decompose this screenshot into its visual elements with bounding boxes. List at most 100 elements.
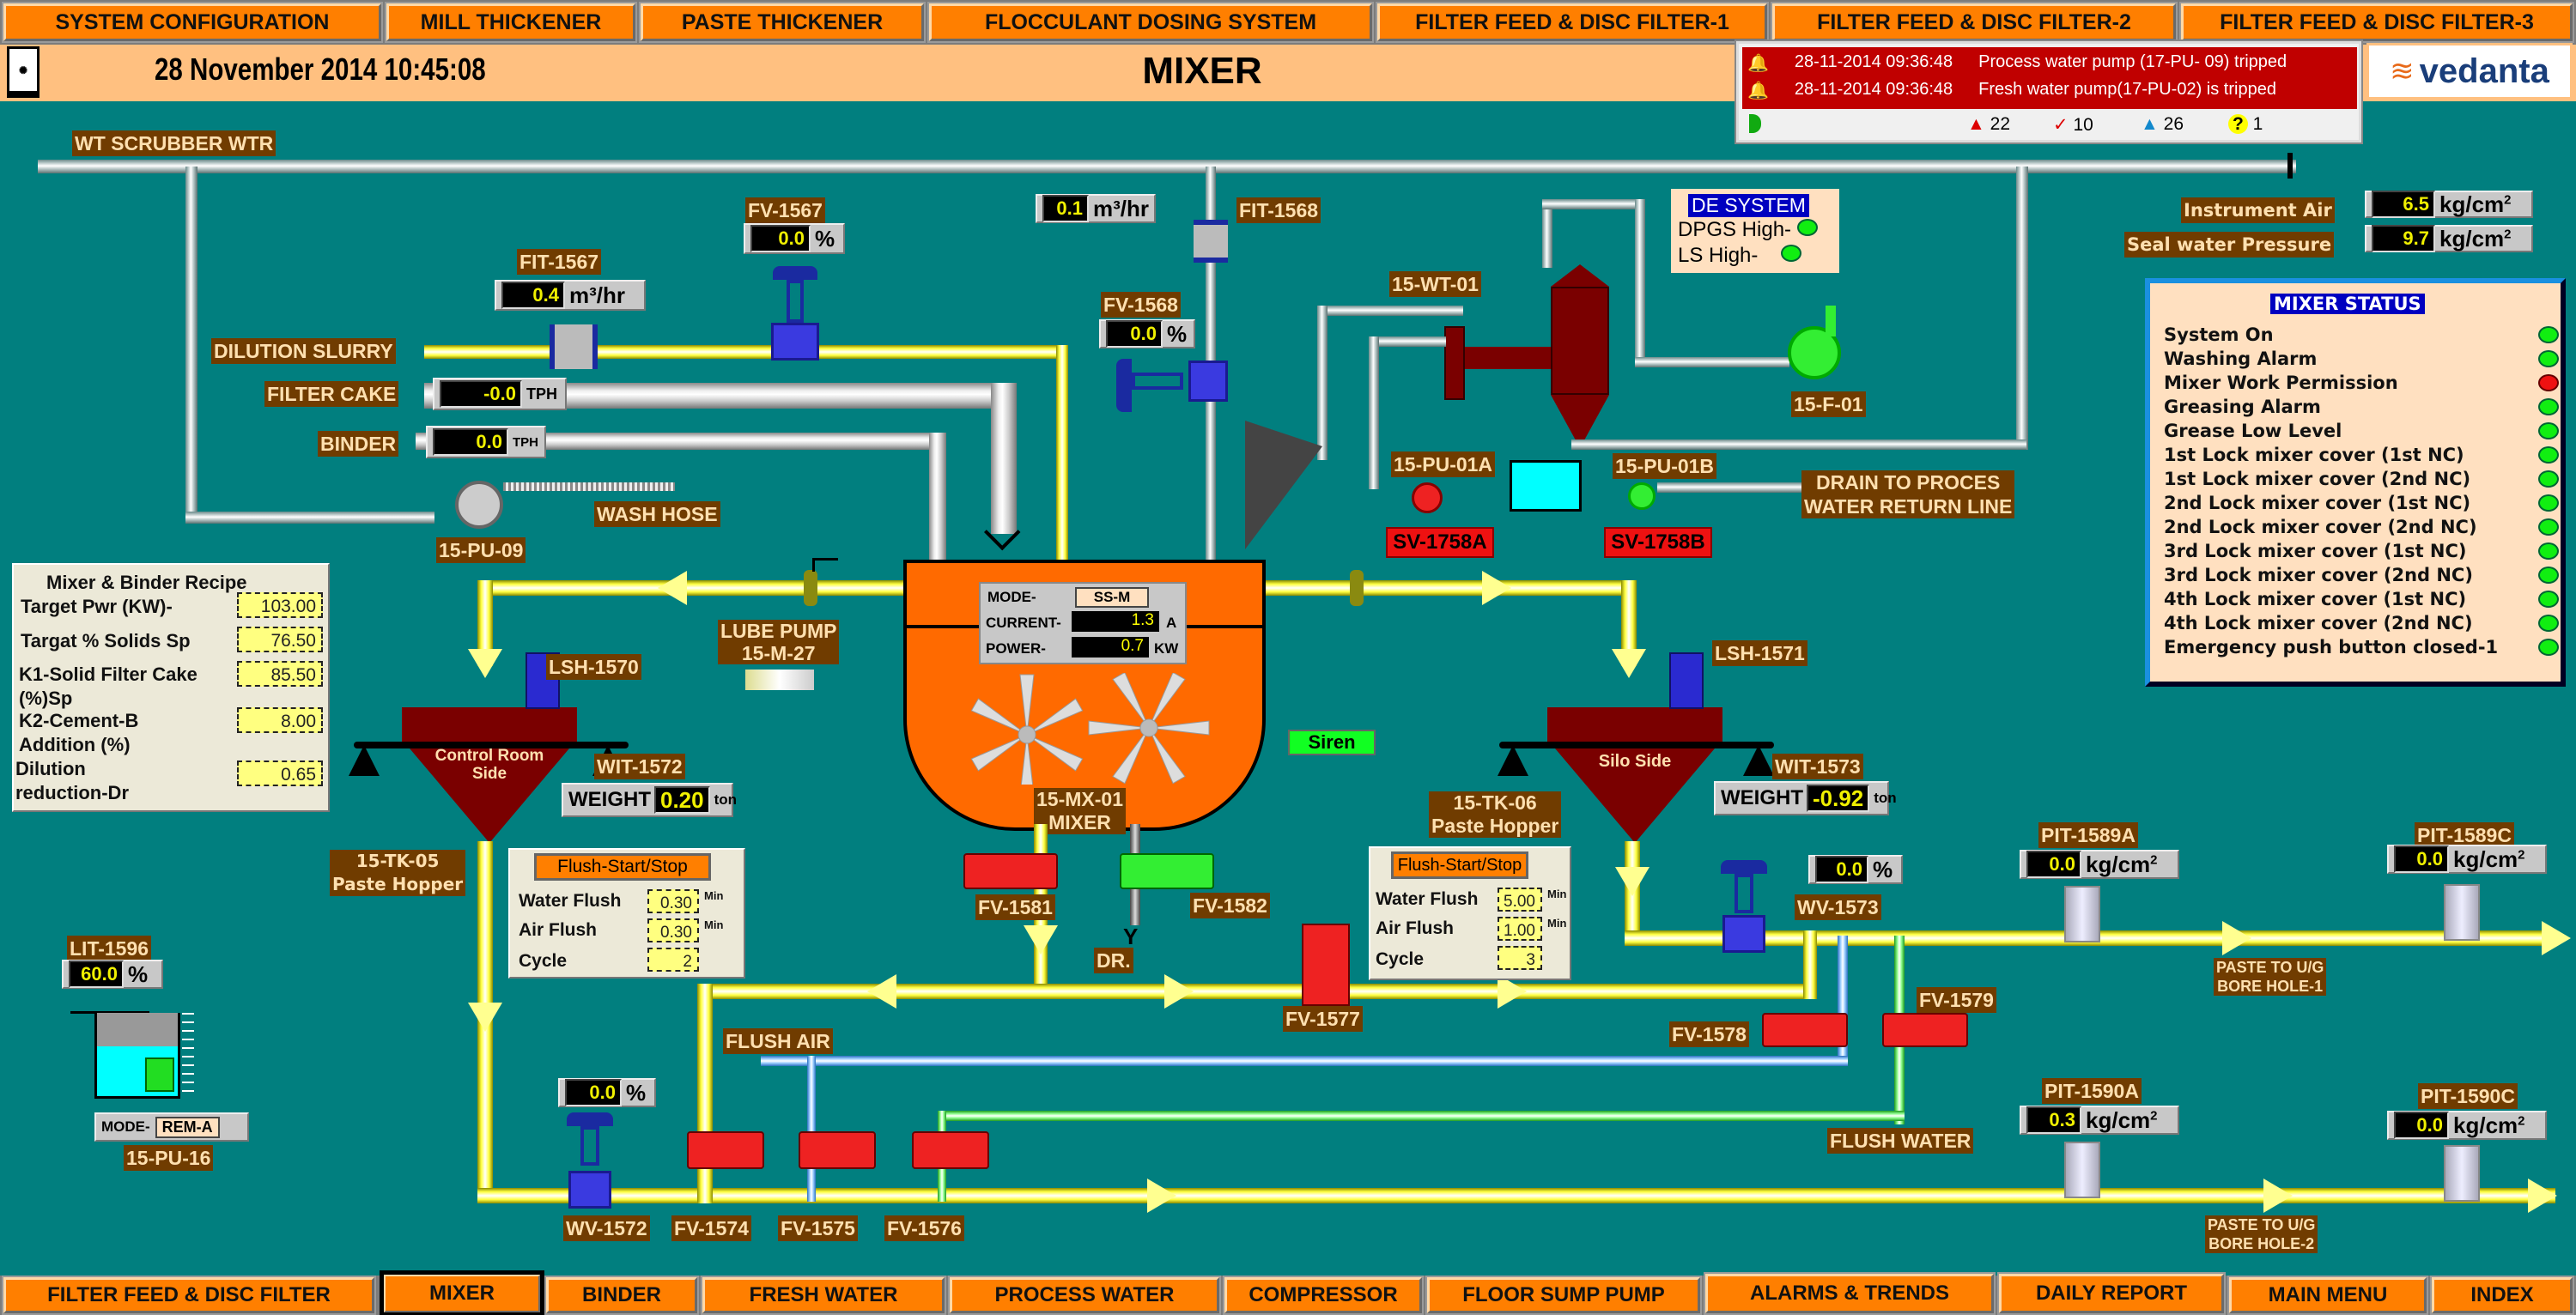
info-alarm-count[interactable]: ▲ 26 [2141,114,2184,134]
fv-1579-valve-icon[interactable] [1882,1013,1968,1047]
water-flush-right-input[interactable]: 5.00 [1498,888,1542,912]
sump-pump-15-pu-16-icon[interactable] [145,1057,174,1092]
flush-water-label: FLUSH WATER [1827,1128,1974,1154]
nav-filter-feed-disc-filter[interactable]: FILTER FEED & DISC FILTER [3,1277,374,1313]
alarm-message: Process water pump (17-PU- 09) tripped [1978,52,2287,71]
mixer-mode-value[interactable]: SS-M [1075,587,1149,608]
pu-01a-tag: 15-PU-01A [1391,451,1496,477]
alarm-row[interactable]: 🔔 28-11-2014 09:36:48 Fresh water pump(1… [1747,80,2276,101]
pit-1590a-transmitter-icon [2064,1142,2100,1198]
fv-1567-unit: % [815,225,835,251]
hopper-15-tk-05[interactable] [402,707,577,743]
recipe-dilution-input[interactable]: 0.65 [237,761,323,786]
nav-filter-feed-1[interactable]: FILTER FEED & DISC FILTER-1 [1377,3,1767,41]
nav-flocculant-dosing[interactable]: FLOCCULANT DOSING SYSTEM [929,3,1372,41]
nav-daily-report[interactable]: DAILY REPORT [1999,1274,2224,1313]
tower-inlet-duct [1444,326,1465,400]
unknown-alarm-count[interactable]: ? 1 [2228,114,2263,135]
nav-filter-feed-2[interactable]: FILTER FEED & DISC FILTER-2 [1772,3,2176,41]
nav-floor-sump-pump[interactable]: FLOOR SUMP PUMP [1427,1277,1700,1313]
pu-16-mode-value[interactable]: REM-A [155,1116,220,1138]
fv-1574-valve-icon[interactable] [687,1131,764,1169]
status-led-icon [2538,350,2559,367]
status-label: 2nd Lock mixer cover (2nd NC) [2164,517,2477,537]
recipe-k2-label: K2-Cement-B Addition (%) [19,710,139,755]
flow-arrow-right-icon [1164,974,1194,1009]
fv-1577-valve-icon[interactable] [1302,924,1350,1006]
recipe-k1-input[interactable]: 85.50 [237,661,323,687]
pu-09-tag: 15-PU-09 [436,537,526,563]
flush-start-stop-right-button[interactable]: Flush-Start/Stop [1391,851,1528,879]
mixer-power-unit: KW [1154,640,1179,657]
recipe-target-solids-input[interactable]: 76.50 [237,627,323,652]
tower-bottom-cone [1551,395,1609,448]
alarm-row[interactable]: 🔔 28-11-2014 09:36:48 Process water pump… [1747,52,2287,74]
nav-alarms-trends[interactable]: ALARMS & TRENDS [1705,1274,1994,1313]
sv-1758b-button[interactable]: SV-1758B [1604,527,1712,558]
scrubber-tower-15-wt-01[interactable] [1551,287,1609,395]
fv-1582-valve-icon[interactable] [1120,853,1214,889]
nav-system-configuration[interactable]: SYSTEM CONFIGURATION [3,3,381,41]
tower-top-pipe [1542,199,1552,268]
nav-mill-thickener[interactable]: MILL THICKENER [386,3,635,41]
drain-label: DR. [1094,948,1133,973]
wv-1573-control-valve-icon[interactable] [1721,860,1767,953]
lube-pump-icon[interactable] [745,670,814,690]
sv-1758a-button[interactable]: SV-1758A [1386,527,1494,558]
recipe-target-power-input[interactable]: 103.00 [237,592,323,618]
wash-pump-15-pu-09-icon[interactable] [455,481,503,529]
status-row: Grease Low Level [2164,419,2559,443]
siren-indicator[interactable]: Siren [1288,730,1376,755]
mixer-15-mx-01[interactable]: MODE- SS-M CURRENT- 1.3 A POWER- 0.7 KW [903,560,1266,831]
nav-index[interactable]: INDEX [2432,1277,2573,1313]
lsh-1571-tag: LSH-1571 [1712,640,1807,666]
fit-1568-display: 0.1 m³/hr [1036,194,1156,223]
fv-1581-valve-icon[interactable] [963,853,1058,889]
nav-process-water[interactable]: PROCESS WATER [950,1277,1219,1313]
wit-1572-unit: ton [714,791,738,808]
active-alarm-count[interactable]: ▲ 22 [1967,114,2010,134]
wv-1572-value: 0.0 [565,1079,622,1106]
water-flush-unit: Min [704,889,724,902]
nav-filter-feed-3[interactable]: FILTER FEED & DISC FILTER-3 [2181,3,2573,41]
nav-fresh-water[interactable]: FRESH WATER [702,1277,945,1313]
mixer-power-label: POWER- [986,640,1046,657]
fv-1567-control-valve-icon[interactable] [768,266,823,369]
nav-main-menu[interactable]: MAIN MENU [2229,1277,2427,1313]
seal-water-unit: kg/cm2 [2439,225,2512,251]
wit-1572-value: 0.20 [654,786,710,814]
hopper-15-tk-06[interactable] [1547,707,1722,743]
fv-1578-valve-icon[interactable] [1762,1013,1848,1047]
air-flush-left-input[interactable]: 0.30 [647,918,699,942]
pump-15-pu-01a-icon[interactable] [1412,482,1443,513]
nav-compressor[interactable]: COMPRESSOR [1224,1277,1422,1313]
water-flush-left-input[interactable]: 0.30 [647,889,699,913]
fv-1576-valve-icon[interactable] [912,1131,989,1169]
nav-paste-thickener[interactable]: PASTE THICKENER [641,3,924,41]
acknowledged-alarm-count[interactable]: ✓ 10 [2053,115,2093,135]
fv-1568-control-valve-icon[interactable] [1116,355,1236,412]
recipe-target-solids-label: Targat % Solids Sp [21,630,191,651]
nav-mixer[interactable]: MIXER [380,1270,544,1315]
flow-arrow-right-icon [2528,1179,2557,1213]
mixer-discharge-left-pipe [477,580,910,596]
air-flush-label: Air Flush [519,920,598,940]
pu-16-mode-label: MODE- [101,1118,150,1135]
hopper-15-tk-05-cone [405,743,574,843]
flush-start-stop-left-button[interactable]: Flush-Start/Stop [534,853,711,881]
nav-binder[interactable]: BINDER [546,1277,697,1313]
air-flush-right-input[interactable]: 1.00 [1498,917,1542,941]
fv-1578-tag: FV-1578 [1669,1021,1749,1047]
recipe-k2-input[interactable]: 8.00 [237,707,323,733]
cycle-right-input[interactable]: 3 [1498,946,1542,970]
load-cell-beam [354,742,629,748]
cycle-left-input[interactable]: 2 [647,948,699,972]
wash-hose-label: WASH HOSE [594,501,720,527]
ls-high-status: LS High- [1678,244,1802,268]
seal-tank [1510,460,1582,512]
alarm-message: Fresh water pump(17-PU-02) is tripped [1978,80,2276,99]
wv-1572-control-valve-icon[interactable] [567,1112,613,1209]
fv-1575-valve-icon[interactable] [799,1131,876,1169]
pump-15-pu-01b-icon[interactable] [1628,482,1656,510]
